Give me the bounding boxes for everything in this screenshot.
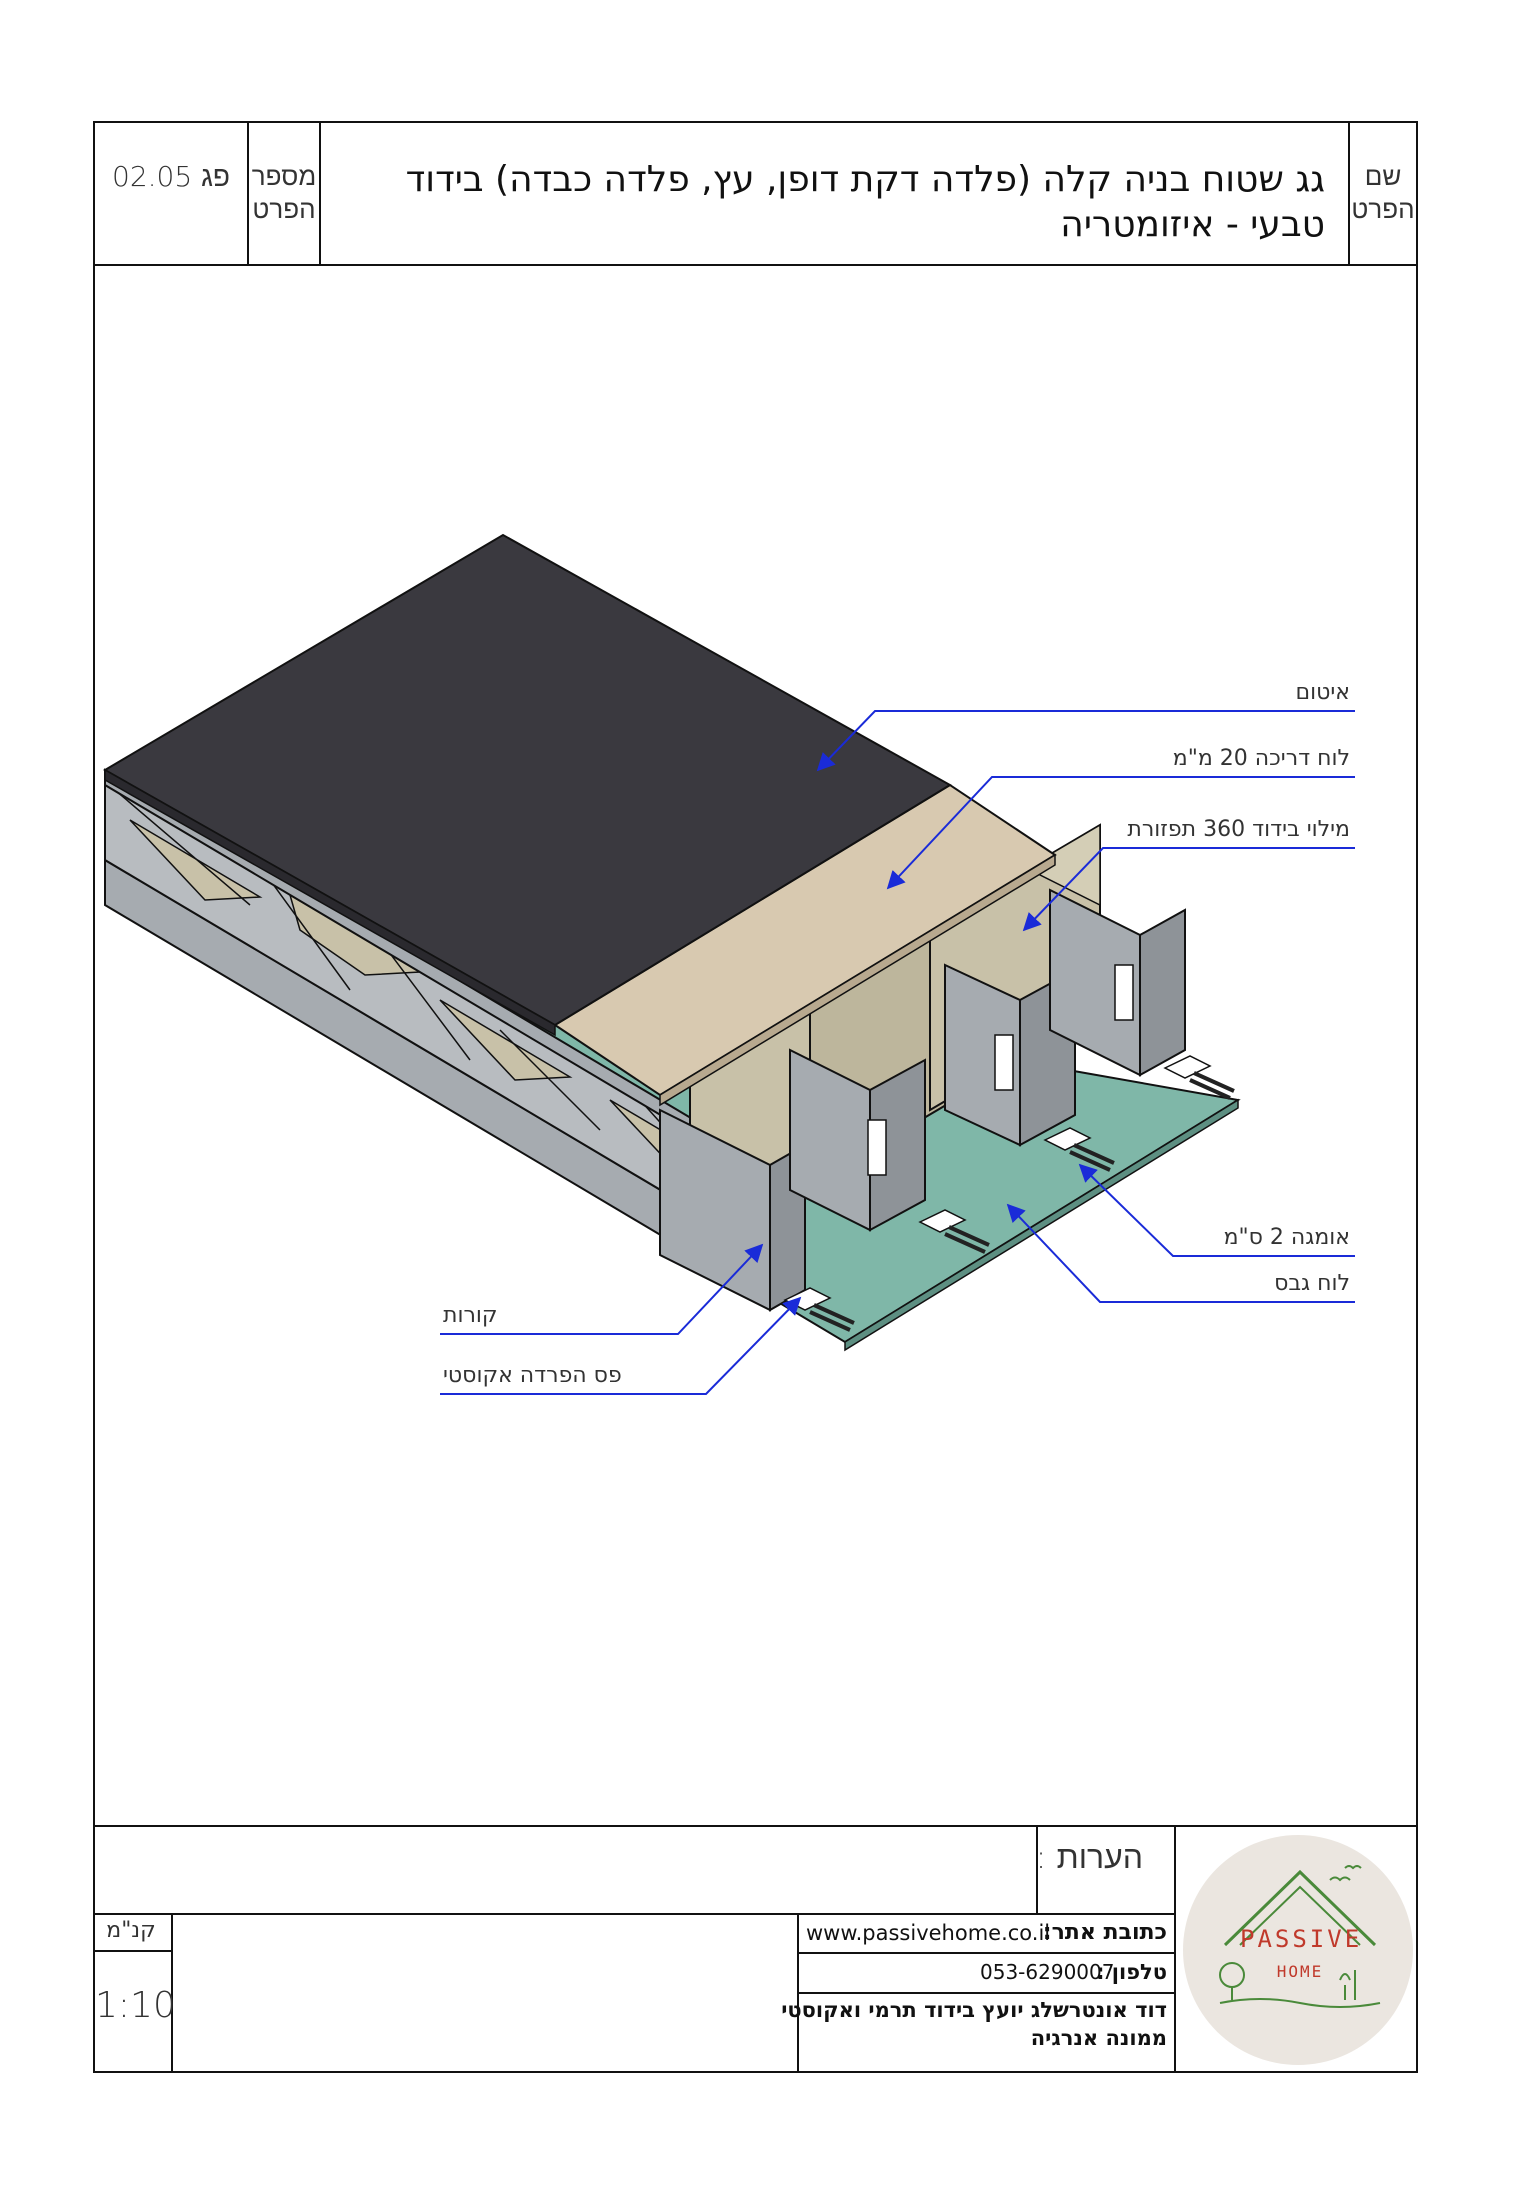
mid-joist-1-face [789,1048,871,1232]
detail-number-label-2: הפרט [252,195,316,225]
callout-line-acoustic [440,1296,802,1395]
website-value[interactable]: www.passivehome.co.il [806,1921,1051,1945]
callout-walk-board: לוח דריכה 20 מ"מ [1172,746,1350,771]
header-col-line-3 [1348,121,1350,266]
callout-line-walk-board [886,776,1355,890]
callout-waterproofing: איטום [1295,680,1350,705]
callout-line-gypsum [1006,1203,1355,1303]
header-col-line-1 [247,121,249,266]
end-joist-back-face [1049,888,1141,1077]
callout-lines [440,710,1355,1395]
detail-name-label-2: הפרט [1351,195,1415,225]
footer-top-line [93,1825,1418,1827]
joist-hole-2 [994,1034,1014,1091]
detail-number-label-1: מספר [251,162,317,192]
scale-label: קנ"מ [106,1918,156,1943]
footer-web-line [798,1952,1176,1954]
callout-beams: קורות [443,1303,498,1328]
footer-logo-divider [1174,1825,1176,2073]
footer-phone-line [798,1992,1176,1994]
omega-channels [809,1071,1235,1332]
logo-word-passive: PASSIVE [1240,1925,1363,1953]
gypsum-board-edge [844,1098,1239,1352]
callout-insulation-fill: מילוי בידוד 360 תפזורת [1127,817,1350,842]
mid-joist-2-face [944,963,1021,1147]
logo-roof-icon [1223,1869,1377,1947]
callout-omega: אומגה 2 ס"מ [1223,1225,1350,1250]
header-col-line-2 [319,121,321,266]
website-label: כתובת אתר: [1042,1920,1167,1945]
callout-line-insulation [1022,847,1355,932]
callout-acoustic-strip: פס הפרדה אקוסטי [443,1363,622,1388]
truss-opening-3 [439,999,573,1081]
truss-diagonals [114,789,731,1201]
detail-title-line-2: טבעי - איזומטריה [1060,204,1325,245]
callout-line-omega [1078,1163,1355,1257]
phone-value[interactable]: 053-6290007 [980,1960,1115,1984]
end-joist-front-face [659,1108,771,1312]
joist-hole-3 [1114,964,1134,1021]
scale-value: 1:10 [95,1985,176,2026]
detail-title-line-1: גג שטוח בניה קלה (פלדה דקת דופן, עץ, פלד… [405,159,1325,200]
company-line-1: דוד אונטרשלג יועץ בידוד תרמי ואקוסטי [781,1998,1167,2022]
logo-plant-icon [1339,1970,1356,2000]
callout-gypsum-board: לוח גבס [1274,1271,1350,1296]
detail-name-label-1: שם [1364,162,1402,192]
header-divider [93,264,1418,266]
footer-scale-divider [171,1913,173,2073]
logo-ground-icon [1219,1998,1381,2008]
joist-hole-1 [867,1119,887,1176]
walk-board-edge [659,853,1056,1107]
notes-label: הערות : [1035,1838,1143,1876]
footer-company-divider [797,1913,799,2073]
footer-mid-line [93,1913,1176,1915]
waterproofing-edge [104,768,556,1037]
callout-line-beams [440,1243,764,1335]
drawing-frame [93,121,1418,2073]
callout-line-waterproofing [816,710,1355,772]
phone-label: טלפון : [1096,1960,1167,1984]
acoustic-strip-2 [918,1209,967,1233]
logo-word-home: HOME [1276,1962,1324,1981]
logo-bird-icon [1329,1865,1362,1882]
footer-notes-divider [1036,1825,1038,1915]
acoustic-strip-3 [1043,1127,1092,1151]
footer-scale-line [93,1950,173,1952]
logo-circle [1183,1835,1413,2065]
acoustic-strip-4 [1163,1055,1212,1079]
company-line-2: ממונה אנרגיה [1030,2026,1167,2050]
logo-roof-inner-icon [1239,1885,1361,1946]
detail-number-value: פג 02.05 [112,160,230,193]
